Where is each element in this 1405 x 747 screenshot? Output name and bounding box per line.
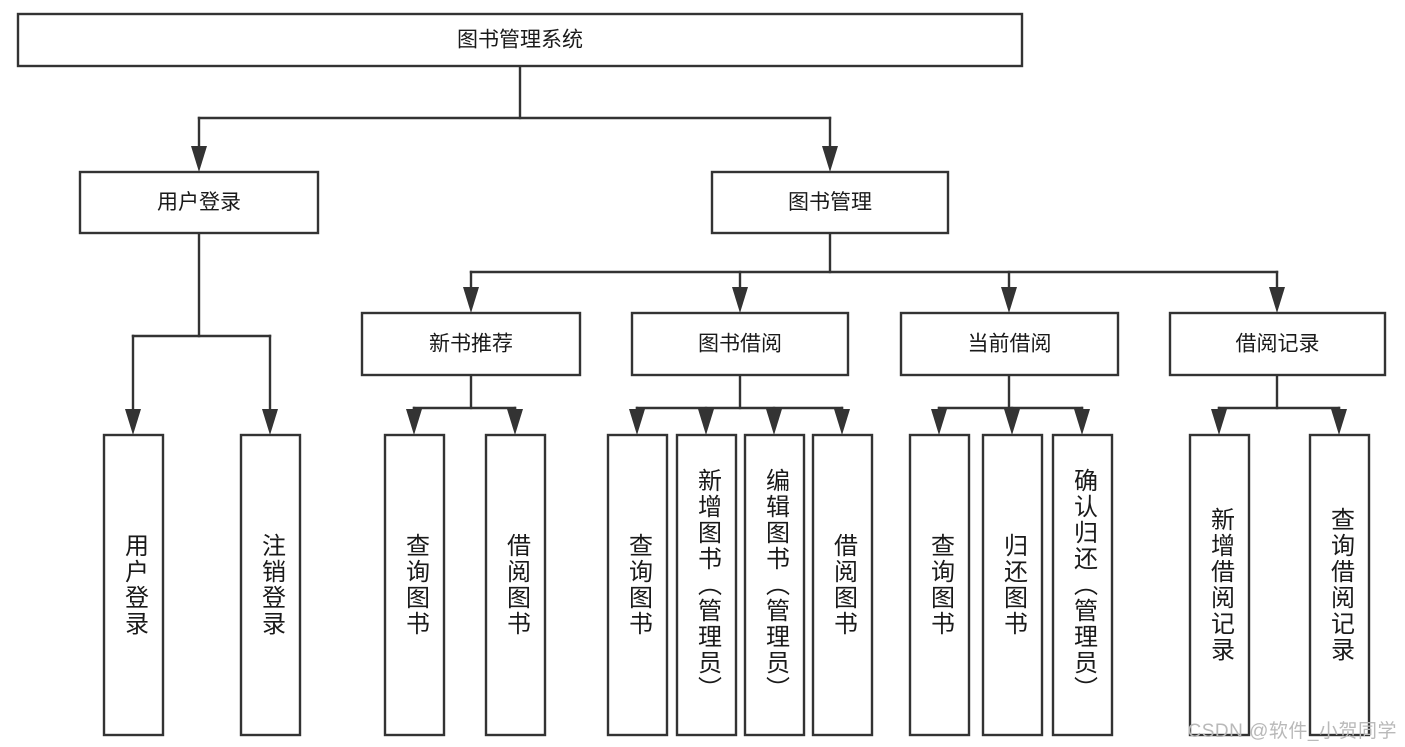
node-box-level2-0[interactable] — [360, 311, 582, 377]
arrow-head-icon — [931, 409, 947, 435]
node-box-leaf-3[interactable] — [484, 433, 547, 737]
connector-borrow-to-leaves — [629, 373, 850, 435]
node-box-leaf-8[interactable] — [908, 433, 971, 737]
node-label-level2-0: 新书推荐 — [429, 333, 513, 356]
node-box-leaf-10[interactable] — [1051, 433, 1114, 737]
node-box-leaf-6[interactable] — [743, 433, 806, 737]
arrow-head-icon — [1331, 409, 1347, 435]
box-layer — [16, 12, 1387, 737]
node-label-level1-0: 用户登录 — [157, 191, 241, 214]
node-box-level1-1[interactable] — [710, 170, 950, 235]
arrow-head-icon — [406, 409, 422, 435]
arrow-head-icon — [507, 409, 523, 435]
connector-user-login-to-leaves — [125, 231, 278, 435]
connector-record-to-leaves — [1211, 373, 1347, 435]
node-box-leaf-12[interactable] — [1308, 433, 1371, 737]
node-box-leaf-2[interactable] — [383, 433, 446, 737]
node-box-leaf-1[interactable] — [239, 433, 302, 737]
node-label-level2-3: 借阅记录 — [1236, 333, 1320, 356]
node-box-leaf-9[interactable] — [981, 433, 1044, 737]
arrow-head-icon — [698, 409, 714, 435]
node-box-root[interactable] — [16, 12, 1024, 68]
node-label-level1-1: 图书管理 — [788, 191, 872, 214]
arrow-head-icon — [629, 409, 645, 435]
arrow-head-icon — [191, 146, 207, 172]
node-box-leaf-4[interactable] — [606, 433, 669, 737]
arrow-head-icon — [766, 409, 782, 435]
arrow-head-icon — [125, 409, 141, 435]
node-label-level2-2: 当前借阅 — [968, 333, 1052, 356]
node-box-level1-0[interactable] — [78, 170, 320, 235]
arrow-head-icon — [463, 287, 479, 313]
node-box-leaf-11[interactable] — [1188, 433, 1251, 737]
node-box-leaf-7[interactable] — [811, 433, 874, 737]
arrow-head-icon — [1001, 287, 1017, 313]
arrow-head-icon — [1211, 409, 1227, 435]
arrow-head-icon — [1269, 287, 1285, 313]
connector-layer — [125, 64, 1347, 435]
node-box-leaf-5[interactable] — [675, 433, 738, 737]
arrow-head-icon — [1074, 409, 1090, 435]
connector-root-to-level1 — [191, 64, 838, 172]
node-box-level2-3[interactable] — [1168, 311, 1387, 377]
connector-book-mgmt-to-level2 — [463, 231, 1285, 313]
arrow-head-icon — [834, 409, 850, 435]
node-box-leaf-0[interactable] — [102, 433, 165, 737]
arrow-head-icon — [262, 409, 278, 435]
arrow-head-icon — [822, 146, 838, 172]
connector-current-to-leaves — [931, 373, 1090, 435]
arrow-head-icon — [732, 287, 748, 313]
connector-newbook-to-leaves — [406, 373, 523, 435]
node-label-level2-1: 图书借阅 — [698, 333, 782, 356]
node-box-level2-1[interactable] — [630, 311, 850, 377]
csdn-watermark: CSDN @软件_小贺同学 — [1187, 721, 1397, 742]
node-box-level2-2[interactable] — [899, 311, 1120, 377]
node-label-root: 图书管理系统 — [457, 29, 583, 52]
arrow-head-icon — [1004, 409, 1020, 435]
